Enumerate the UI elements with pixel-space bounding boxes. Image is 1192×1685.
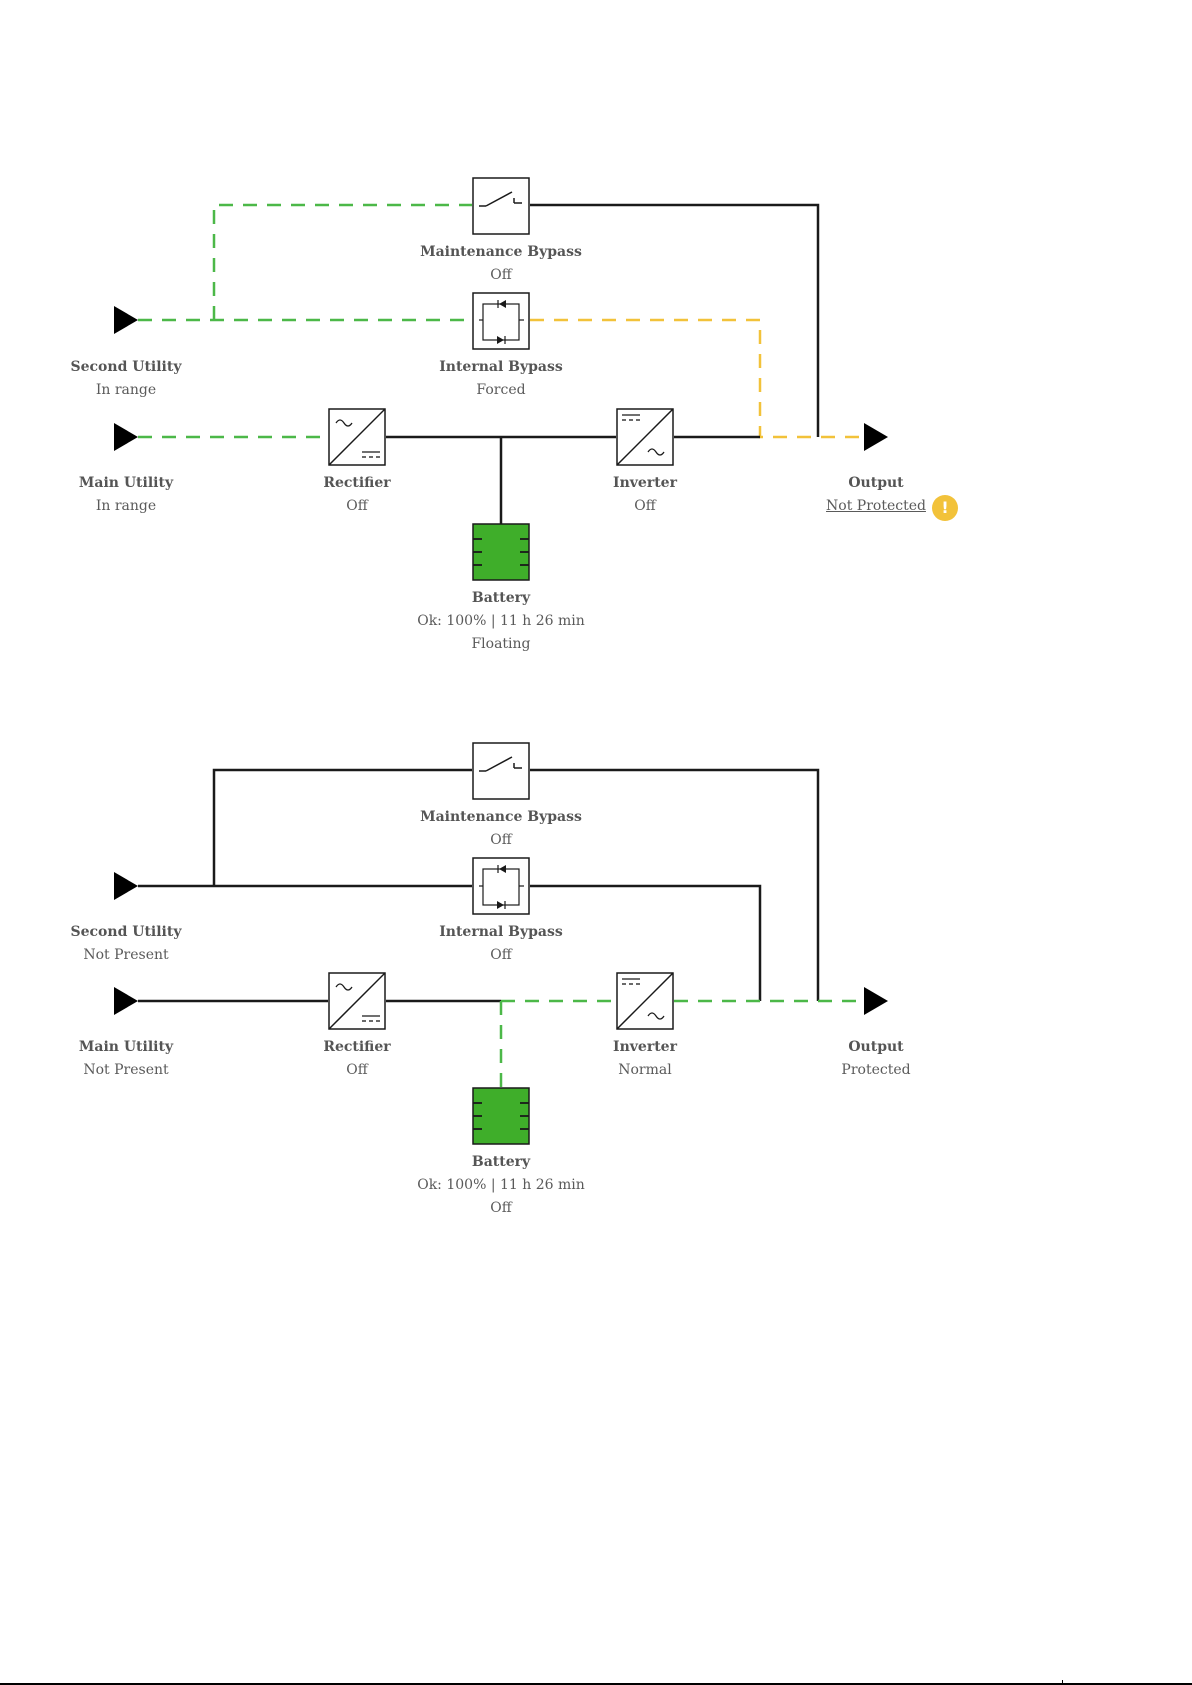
output-name: Output [848,475,904,491]
battery-name: Battery [471,1154,531,1170]
inverter-name: Inverter [613,475,677,491]
maintenance-bypass-label: Maintenance Bypass Off [391,806,611,852]
page-bottom-border [0,1683,1192,1685]
inverter-status: Normal [618,1062,672,1078]
main-utility-name: Main Utility [78,1039,174,1055]
main-utility-arrow-icon [114,987,138,1015]
ups-diagram-2: Maintenance Bypass Off Second Utility No… [0,564,1192,1216]
second-utility-name: Second Utility [70,359,182,375]
battery-mode: Off [490,1200,512,1216]
battery-mode: Floating [471,636,531,652]
battery-label: Battery Ok: 100% | 11 h 26 min Off [391,1151,611,1220]
output-status-link[interactable]: Not Protected [826,498,926,514]
maintenance-bypass-label: Maintenance Bypass Off [391,241,611,287]
battery-status: Ok: 100% | 11 h 26 min [417,613,585,629]
battery-icon[interactable] [472,523,530,581]
second-utility-arrow-icon [114,306,138,334]
main-utility-label: Main Utility In range [16,472,236,518]
second-utility-status: In range [95,382,157,398]
internal-bypass-line-out [530,318,860,439]
maintenance-bypass-name: Maintenance Bypass [420,244,582,260]
maintenance-bypass-line-in [212,768,472,886]
page-bottom-tick [1062,1680,1063,1685]
output-label: Output Not Protected [766,472,986,518]
inverter-label: Inverter Normal [535,1036,755,1082]
inverter-status: Off [634,498,656,514]
maintenance-bypass-status: Off [490,267,512,283]
inverter-icon[interactable] [616,408,674,466]
battery-label: Battery Ok: 100% | 11 h 26 min Floating [391,587,611,656]
second-utility-label: Second Utility In range [16,356,236,402]
battery-name: Battery [471,590,531,606]
internal-bypass-diode-icon[interactable] [472,292,530,350]
internal-bypass-status: Forced [476,382,526,398]
maintenance-bypass-line-out [530,768,820,1001]
internal-bypass-label: Internal Bypass Off [391,921,611,967]
rectifier-name: Rectifier [323,475,391,491]
maintenance-bypass-line-out [530,203,820,437]
output-arrow-icon [864,423,888,451]
warning-icon[interactable]: ! [932,495,958,521]
main-utility-status: In range [95,498,157,514]
rectifier-icon[interactable] [328,972,386,1030]
internal-bypass-label: Internal Bypass Forced [391,356,611,402]
main-utility-label: Main Utility Not Present [16,1036,236,1082]
rectifier-status: Off [346,498,368,514]
internal-bypass-line-out [530,884,762,1001]
battery-status: Ok: 100% | 11 h 26 min [417,1177,585,1193]
inverter-icon[interactable] [616,972,674,1030]
rectifier-name: Rectifier [323,1039,391,1055]
main-utility-arrow-icon [114,423,138,451]
second-utility-arrow-icon [114,872,138,900]
inverter-name: Inverter [613,1039,677,1055]
rectifier-icon[interactable] [328,408,386,466]
rectifier-label: Rectifier Off [247,1036,467,1082]
diagram-1-wiring [114,177,888,581]
rectifier-label: Rectifier Off [247,472,467,518]
maintenance-bypass-switch-icon[interactable] [472,742,530,800]
internal-bypass-name: Internal Bypass [439,359,563,375]
second-utility-status: Not Present [83,947,169,963]
diagram-2-wiring [114,742,888,1145]
maintenance-bypass-name: Maintenance Bypass [420,809,582,825]
second-utility-name: Second Utility [70,924,182,940]
internal-bypass-status: Off [490,947,512,963]
rectifier-status: Off [346,1062,368,1078]
output-arrow-icon [864,987,888,1015]
ups-diagram-1: Maintenance Bypass Off Second Utility In… [0,0,1192,652]
internal-bypass-name: Internal Bypass [439,924,563,940]
output-status: Protected [841,1062,911,1078]
second-utility-label: Second Utility Not Present [16,921,236,967]
output-name: Output [848,1039,904,1055]
internal-bypass-diode-icon[interactable] [472,857,530,915]
main-utility-status: Not Present [83,1062,169,1078]
inverter-label: Inverter Off [535,472,755,518]
output-label: Output Protected [766,1036,986,1082]
maintenance-bypass-status: Off [490,832,512,848]
battery-icon[interactable] [472,1087,530,1145]
maintenance-bypass-switch-icon[interactable] [472,177,530,235]
main-utility-name: Main Utility [78,475,174,491]
